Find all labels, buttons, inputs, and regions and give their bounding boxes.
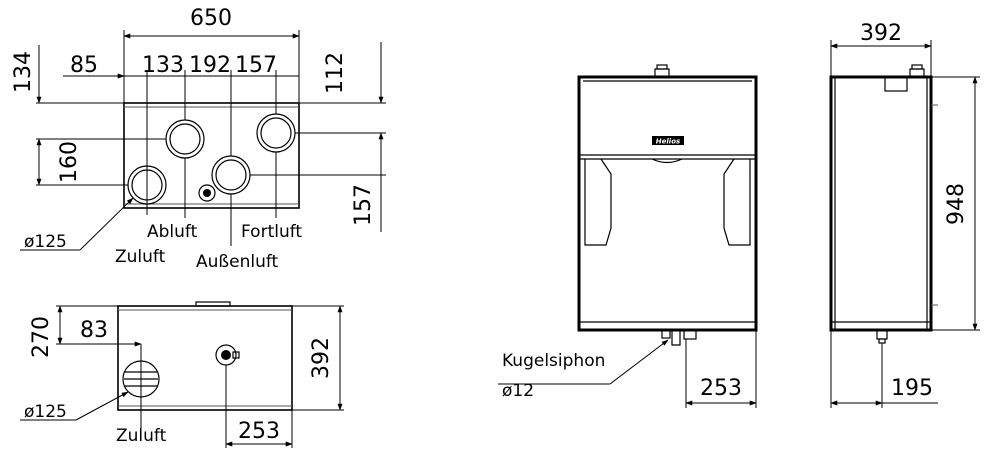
bottom-view: 270 83 392 253 ø125 Zuluft (20, 301, 344, 448)
front-view-housing (577, 75, 758, 332)
label-zuluft-bottom: Zuluft (116, 426, 167, 446)
siphon-connector (661, 329, 697, 346)
top-view-housing (123, 102, 300, 209)
top-connector-side (909, 64, 925, 78)
label-zuluft-top: Zuluft (115, 247, 166, 267)
bottom-connector-side (876, 329, 888, 344)
dim-392-side: 392 (860, 21, 902, 46)
dim-112: 112 (323, 52, 348, 94)
dim-650: 650 (190, 6, 232, 31)
dim-83: 83 (80, 318, 108, 343)
dim-392-bottom: 392 (309, 337, 334, 379)
dim-157-side: 157 (351, 184, 376, 226)
dim-85: 85 (70, 53, 98, 78)
dim-195: 195 (891, 376, 933, 401)
dim-134: 134 (11, 51, 36, 93)
dim-160: 160 (57, 141, 82, 183)
bottom-view-housing (117, 305, 293, 411)
dim-157-top: 157 (235, 53, 277, 78)
label-kugelsiphon: Kugelsiphon (502, 351, 605, 371)
top-connector-front (654, 64, 670, 78)
label-diameter-bottom: ø125 (24, 402, 67, 422)
top-view: 650 85 133 192 157 134 160 112 157 (11, 6, 386, 272)
dim-133: 133 (142, 53, 184, 78)
side-view: 392 948 195 (829, 21, 980, 408)
side-view-housing (829, 75, 933, 332)
label-aussenluft: Außenluft (196, 252, 279, 272)
dim-948: 948 (944, 183, 969, 225)
front-view: Helios Kugelsiphon ø12 253 (498, 64, 758, 408)
svg-text:Helios: Helios (656, 138, 680, 146)
label-siphon-diameter: ø12 (502, 381, 534, 401)
label-fortluft: Fortluft (241, 222, 302, 242)
dim-253-bottom: 253 (238, 419, 280, 444)
label-diameter-top: ø125 (24, 232, 67, 252)
dim-253-front: 253 (700, 376, 742, 401)
dim-270: 270 (29, 316, 54, 358)
brand-logo (652, 136, 684, 145)
siphon-port (198, 184, 216, 202)
dim-192: 192 (189, 53, 231, 78)
label-abluft: Abluft (147, 222, 198, 242)
